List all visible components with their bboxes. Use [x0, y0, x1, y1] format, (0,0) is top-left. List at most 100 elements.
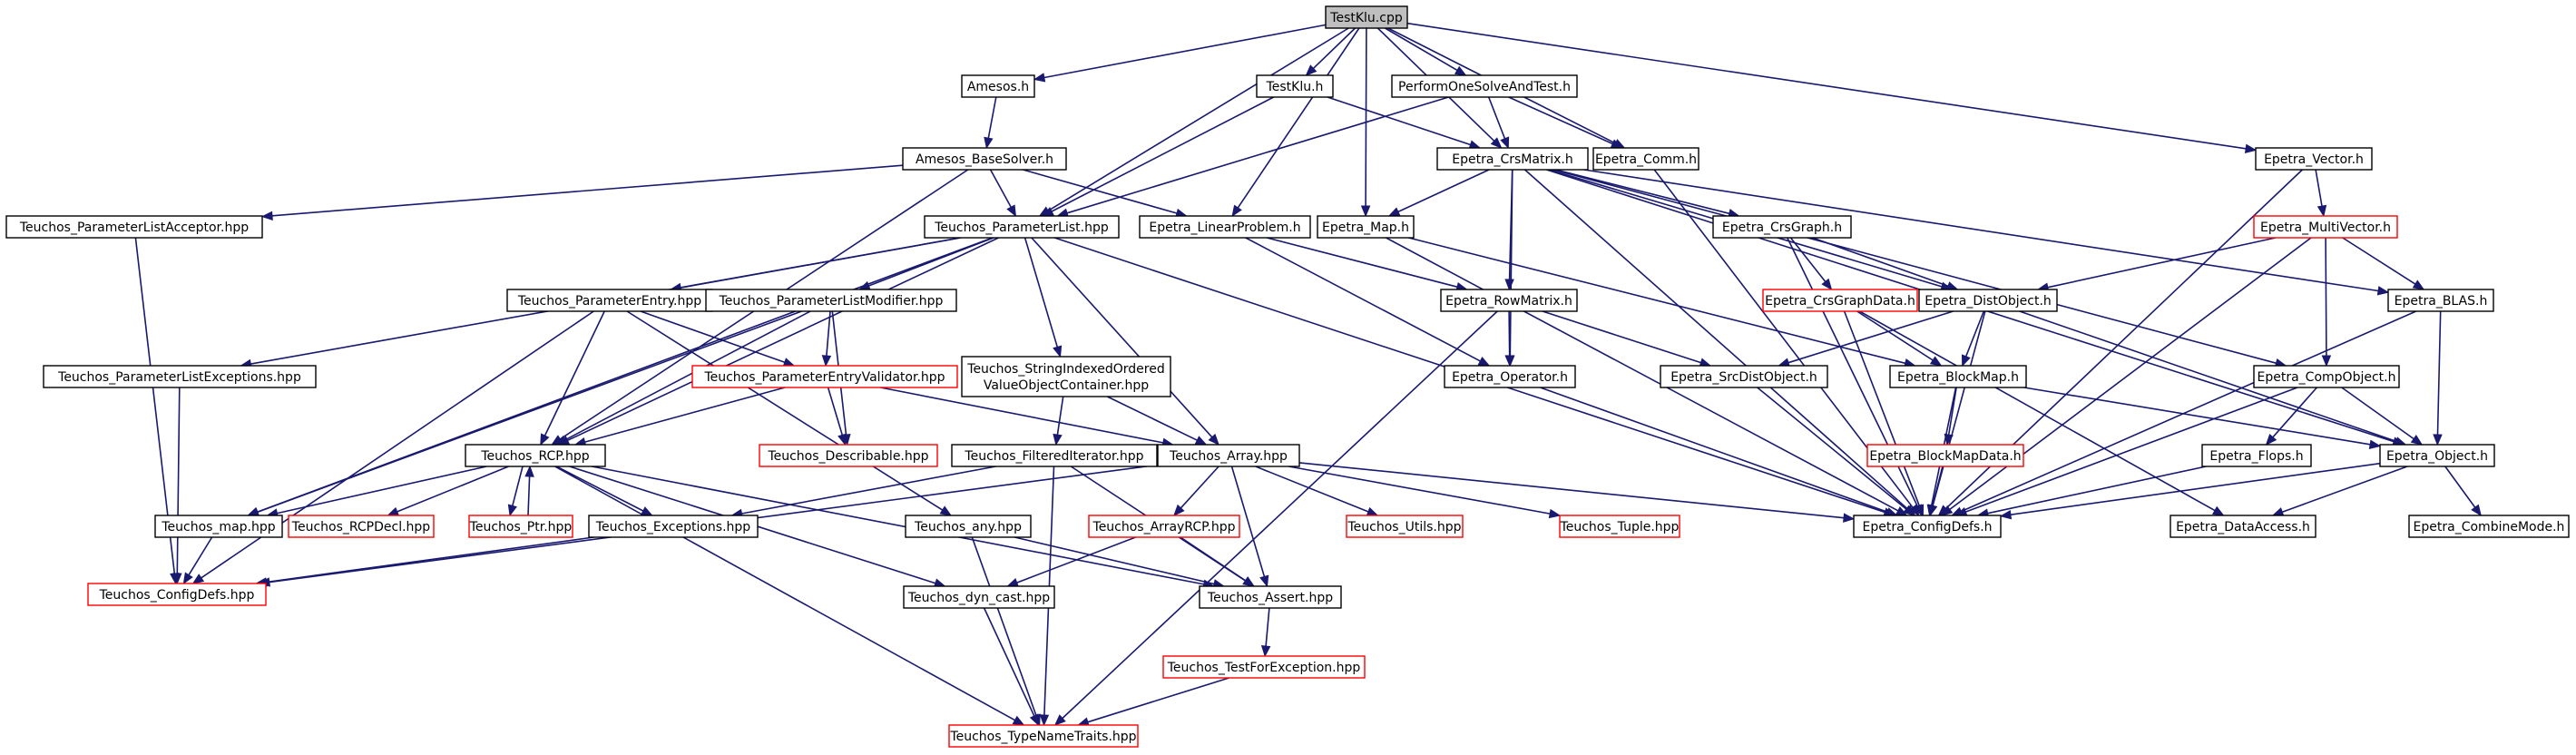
node-teuchos-dyncast[interactable]: Teuchos_dyn_cast.hpp [903, 585, 1055, 609]
node-epetra-rowmatrix-h[interactable]: Epetra_RowMatrix.h [1440, 289, 1578, 312]
dependency-edge [2023, 387, 2382, 449]
dependency-edge [1552, 169, 2287, 368]
dependency-edge [557, 237, 999, 446]
dependency-edge [1757, 387, 1915, 516]
dependency-edge [2321, 237, 2332, 368]
node-epetra-crsmatrix-h[interactable]: Epetra_CrsMatrix.h [1436, 147, 1589, 171]
node-teuchos-utils[interactable]: Teuchos_Utils.hpp [1346, 515, 1464, 538]
dependency-edge [1487, 96, 1510, 150]
node-epetra-combinemode-h[interactable]: Epetra_CombineMode.h [2408, 515, 2570, 538]
node-box [154, 515, 283, 538]
dependency-edge [540, 310, 605, 446]
node-teuchos-exceptions[interactable]: Teuchos_Exceptions.hpp [588, 515, 759, 538]
dependency-edge [1260, 607, 1271, 658]
node-teuchos-describable[interactable]: Teuchos_Describable.hpp [759, 444, 938, 467]
node-box [2253, 215, 2398, 239]
node-teuchos-pentry[interactable]: Teuchos_ParameterEntry.hpp [506, 289, 713, 312]
node-label: Epetra_RowMatrix.h [1445, 294, 1572, 309]
node-teuchos-filterediterator[interactable]: Teuchos_FilteredIterator.hpp [951, 444, 1158, 467]
node-performonesolve-h[interactable]: PerformOneSolveAndTest.h [1391, 74, 1578, 98]
node-box [905, 515, 1032, 538]
node-label: Epetra_CrsGraph.h [1722, 221, 1842, 235]
node-epetra-blas-h[interactable]: Epetra_BLAS.h [2387, 289, 2494, 312]
node-label: Teuchos_ParameterListAcceptor.hpp [19, 221, 249, 235]
dependency-edge [1255, 466, 1379, 516]
node-teuchos-testforexception[interactable]: Teuchos_TestForException.hpp [1162, 655, 1366, 679]
node-box [1762, 289, 1918, 312]
node-teuchos-plistexceptions[interactable]: Teuchos_ParameterListExceptions.hpp [43, 365, 317, 388]
node-epetra-linearproblem-h[interactable]: Epetra_LinearProblem.h [1139, 215, 1311, 239]
node-label: PerformOneSolveAndTest.h [1398, 80, 1571, 94]
node-teuchos-plist-acceptor[interactable]: Teuchos_ParameterListAcceptor.hpp [5, 215, 263, 239]
node-label: Epetra_BlockMap.h [1897, 370, 2019, 385]
node-label: Teuchos_TestForException.hpp [1167, 661, 1361, 675]
node-label: Teuchos_TypeNameTraits.hpp [949, 730, 1136, 744]
node-box [1444, 365, 1576, 388]
node-epetra-crsgraphdata-h[interactable]: Epetra_CrsGraphData.h [1762, 289, 1918, 312]
node-amesos-h[interactable]: Amesos.h [961, 74, 1035, 98]
dependency-edge [2265, 387, 2317, 446]
node-label: Amesos_BaseSolver.h [916, 152, 1053, 167]
node-teuchos-tuple[interactable]: Teuchos_Tuple.hpp [1559, 515, 1680, 538]
dependency-edge [1856, 310, 1943, 367]
node-box [5, 215, 263, 239]
node-label: Epetra_SrcDistObject.h [1670, 370, 1817, 385]
dependency-edge [2342, 237, 2425, 290]
node-epetra-comm-h[interactable]: Epetra_Comm.h [1592, 147, 1699, 171]
node-teuchos-map[interactable]: Teuchos_map.hpp [154, 515, 283, 538]
node-teuchos-pentryvalidator[interactable]: Teuchos_ParameterEntryValidator.hpp [691, 365, 958, 388]
node-box [1325, 5, 1408, 29]
node-epetra-operator-h[interactable]: Epetra_Operator.h [1444, 365, 1576, 388]
dependency-edge [1385, 27, 1467, 76]
node-epetra-vector-h[interactable]: Epetra_Vector.h [2255, 147, 2373, 171]
node-label: Teuchos_RCPDecl.hpp [291, 520, 431, 534]
node-teuchos-plistmodifier[interactable]: Teuchos_ParameterListModifier.hpp [705, 289, 957, 312]
dependency-edge [260, 164, 904, 221]
node-epetra-crsgraph-h[interactable]: Epetra_CrsGraph.h [1712, 215, 1852, 239]
node-box [1559, 515, 1680, 538]
dependency-edge [1031, 237, 1219, 446]
dependency-edge [1106, 396, 1208, 446]
node-teuchos-rcpdecl[interactable]: Teuchos_RCPDecl.hpp [288, 515, 435, 538]
dependency-edge [387, 466, 509, 516]
node-epetra-distobject-h[interactable]: Epetra_DistObject.h [1918, 289, 2058, 312]
node-teuchos-typenametraits[interactable]: Teuchos_TypeNameTraits.hpp [948, 724, 1139, 748]
node-epetra-srcdistobject-h[interactable]: Epetra_SrcDistObject.h [1660, 365, 1828, 388]
node-epetra-configdefs-h[interactable]: Epetra_ConfigDefs.h [1853, 515, 2002, 538]
node-teuchos-configdefs[interactable]: Teuchos_ConfigDefs.hpp [87, 583, 267, 606]
node-teuchos-stringindexed[interactable]: Teuchos_StringIndexedOrderedValueObjectC… [961, 356, 1171, 397]
node-label: Epetra_LinearProblem.h [1149, 221, 1300, 235]
node-label: Teuchos_FilteredIterator.hpp [964, 449, 1143, 464]
node-box [2379, 444, 2495, 467]
node-label: Epetra_Map.h [1322, 221, 1409, 235]
node-label: ValueObjectContainer.hpp [984, 378, 1149, 393]
node-box [506, 289, 713, 312]
node-epetra-blockmapdata-h[interactable]: Epetra_BlockMapData.h [1866, 444, 2024, 467]
node-testklu-cpp[interactable]: TestKlu.cpp [1325, 5, 1408, 29]
node-teuchos-plist[interactable]: Teuchos_ParameterList.hpp [924, 215, 1120, 239]
dependency-edge [626, 310, 953, 516]
node-epetra-dataaccess-h[interactable]: Epetra_DataAccess.h [2170, 515, 2316, 538]
node-teuchos-rcp[interactable]: Teuchos_RCP.hpp [465, 444, 606, 467]
node-teuchos-arrayrcp[interactable]: Teuchos_ArrayRCP.hpp [1088, 515, 1240, 538]
node-teuchos-any[interactable]: Teuchos_any.hpp [905, 515, 1032, 538]
node-teuchos-array[interactable]: Teuchos_Array.hpp [1157, 444, 1300, 467]
node-epetra-flops-h[interactable]: Epetra_Flops.h [2201, 444, 2312, 467]
node-epetra-blockmap-h[interactable]: Epetra_BlockMap.h [1889, 365, 2027, 388]
node-box [902, 147, 1067, 171]
node-epetra-compobject-h[interactable]: Epetra_CompObject.h [2253, 365, 2400, 388]
node-box [948, 724, 1139, 748]
node-epetra-multivector-h[interactable]: Epetra_MultiVector.h [2253, 215, 2398, 239]
node-epetra-map-h[interactable]: Epetra_Map.h [1317, 215, 1415, 239]
node-testklu-h[interactable]: TestKlu.h [1256, 74, 1334, 98]
node-epetra-object-h[interactable]: Epetra_Object.h [2379, 444, 2495, 467]
node-box [1440, 289, 1578, 312]
node-label: TestKlu.h [1266, 80, 1324, 94]
node-teuchos-ptr[interactable]: Teuchos_Ptr.hpp [468, 515, 573, 538]
node-box [87, 583, 267, 606]
dependency-edge [1006, 536, 1136, 587]
dependency-edge [1360, 27, 1371, 218]
dependency-edge [2315, 169, 2327, 218]
node-amesos-basesolver-h[interactable]: Amesos_BaseSolver.h [902, 147, 1067, 171]
node-teuchos-assert[interactable]: Teuchos_Assert.hpp [1199, 585, 1342, 609]
